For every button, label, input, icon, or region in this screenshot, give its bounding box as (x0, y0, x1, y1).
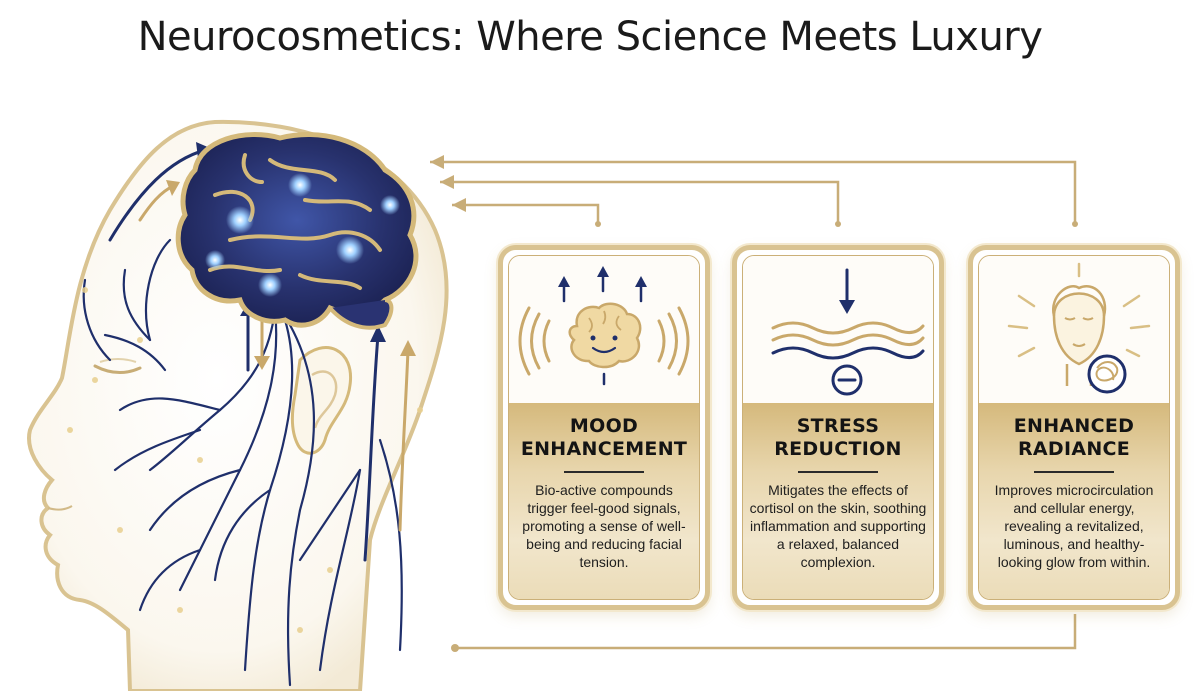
card-heading: ENHANCED RADIANCE (979, 415, 1169, 461)
card-heading-line: ENHANCED (1013, 415, 1135, 437)
brain (175, 132, 419, 330)
card-text-panel: ENHANCED RADIANCE Improves microcirculat… (979, 403, 1169, 599)
card-icon-area (979, 256, 1169, 403)
card-enhanced-radiance: ENHANCED RADIANCE Improves microcirculat… (968, 245, 1180, 610)
card-stress-reduction: STRESS REDUCTION Mitigates the effects o… (732, 245, 944, 610)
ear (290, 346, 353, 455)
card-description: Improves microcirculation and cellular e… (994, 482, 1154, 570)
card-heading-line: ENHANCEMENT (520, 438, 688, 460)
card-icon-area (743, 256, 933, 403)
card-icon-area (509, 256, 699, 403)
divider (1034, 471, 1114, 473)
calm-waves-icon (771, 268, 925, 396)
card-text-panel: STRESS REDUCTION Mitigates the effects o… (743, 403, 933, 599)
upward-signal-arrows (108, 148, 380, 562)
card-heading-line: MOOD (569, 415, 639, 437)
card-heading-line: STRESS (796, 415, 880, 437)
card-heading: MOOD ENHANCEMENT (509, 415, 699, 461)
page-title: Neurocosmetics: Where Science Meets Luxu… (137, 14, 1043, 60)
smiling-brain-icon (518, 266, 690, 386)
card-description: Mitigates the effects of cortisol on the… (749, 482, 927, 570)
card-heading-line: REDUCTION (774, 438, 902, 460)
card-mood-enhancement: MOOD ENHANCEMENT Bio-active compounds tr… (498, 245, 710, 610)
card-heading: STRESS REDUCTION (743, 415, 933, 461)
divider (564, 471, 644, 473)
card-heading-line: RADIANCE (1017, 438, 1131, 460)
minus-circle-icon (831, 364, 863, 396)
radiant-face-icon (1007, 262, 1151, 394)
head-brain-illustration (27, 119, 449, 691)
closed-eye (93, 364, 142, 374)
card-text-panel: MOOD ENHANCEMENT Bio-active compounds tr… (509, 403, 699, 599)
down-arrow-icon (839, 300, 855, 314)
card-description: Bio-active compounds trigger feel-good s… (522, 482, 686, 570)
divider (798, 471, 878, 473)
